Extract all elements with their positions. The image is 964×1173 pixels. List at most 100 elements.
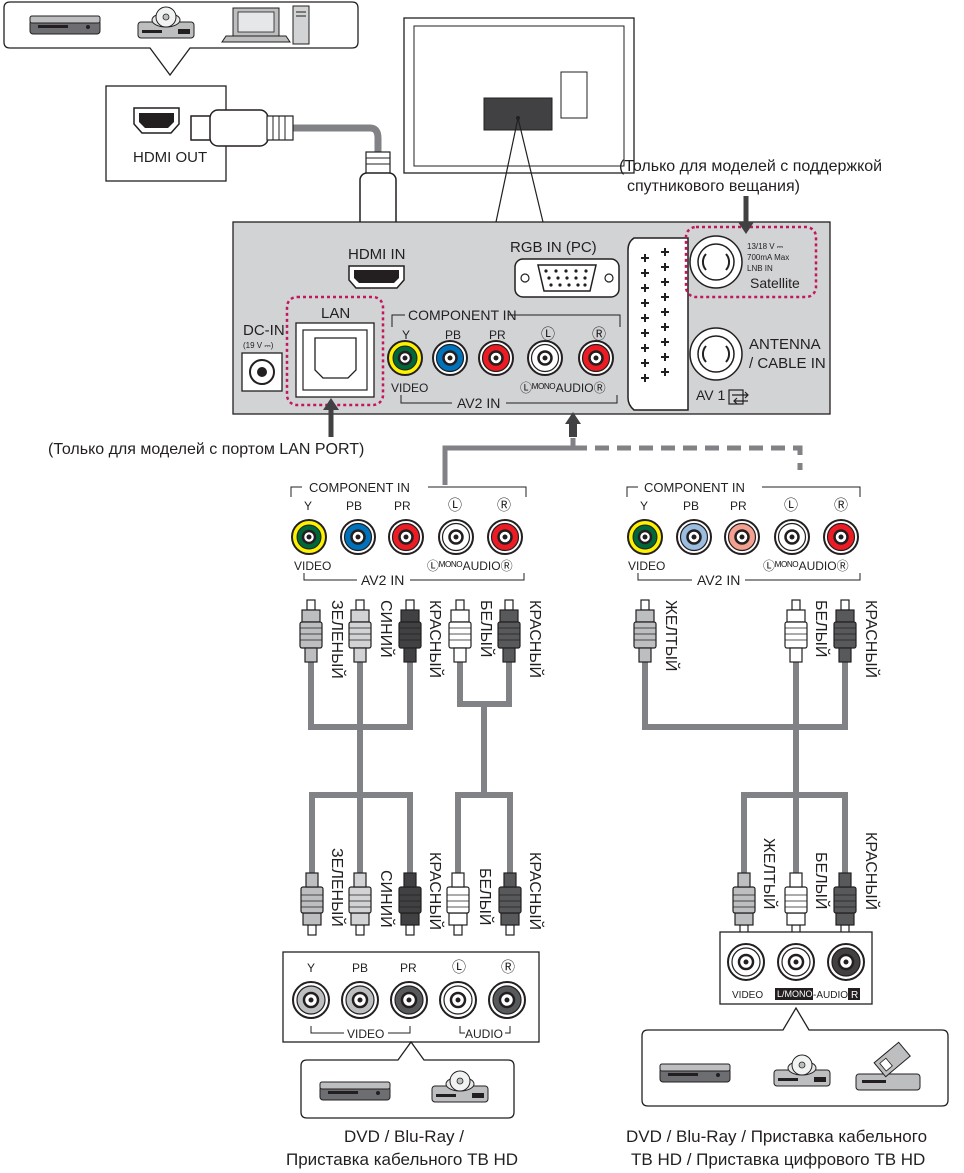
source-left-port-pb: PB xyxy=(352,961,368,975)
hdmi-sources-box xyxy=(3,1,359,77)
source-right-jack-video xyxy=(726,942,766,982)
antenna-port xyxy=(689,327,743,381)
lan-highlight xyxy=(285,295,385,407)
satellite-note-arrow xyxy=(738,196,754,234)
tv-video-label: VIDEO xyxy=(391,381,428,395)
tv-back-view xyxy=(403,17,635,223)
left-top-plug-green xyxy=(299,599,323,663)
left-top-plug-red-audio xyxy=(497,599,521,663)
tv-audio-label: ⓁᴹᴼᴺᴼAUDIOⓇ xyxy=(520,381,606,395)
source-left-jack-pb xyxy=(340,980,380,1020)
right-audio-label: ⓁᴹᴼᴺᴼAUDIOⓇ xyxy=(763,559,849,573)
left-bottom-label-blue: СИНИЙ xyxy=(377,870,396,928)
left-bottom-plug-red-audio xyxy=(498,872,522,936)
satellite-spec-2: 700mA Max xyxy=(747,253,789,262)
left-top-label-white: БЕЛЫЙ xyxy=(477,600,496,657)
tv-av2-in-label: AV2 IN xyxy=(457,395,500,411)
right-port-l: Ⓛ xyxy=(784,497,798,513)
antenna-label-2: / CABLE IN xyxy=(749,355,826,372)
right-jack-pb xyxy=(675,518,713,556)
right-bottom-plug-yellow xyxy=(732,872,756,936)
left-bottom-plug-green xyxy=(300,872,324,936)
left-port-pr: PR xyxy=(394,499,411,513)
hdmi-in-port xyxy=(348,265,405,289)
dvd-player-icon xyxy=(29,15,101,35)
left-bottom-plug-blue xyxy=(348,872,372,936)
source-right-lmono-label: L/MONO xyxy=(777,989,813,999)
lan-note: (Только для моделей с портом LAN PORT) xyxy=(48,441,364,458)
tv-port-pr: PR xyxy=(489,328,506,342)
source-right-video-label: VIDEO xyxy=(732,990,763,1001)
tv-port-y: Y xyxy=(402,328,410,342)
hdmi-out-label: HDMI OUT xyxy=(133,149,207,166)
right-source-caption-2: ТВ HD / Приставка цифрового ТВ HD xyxy=(631,1150,926,1169)
lan-note-arrow xyxy=(323,398,339,437)
tv-jack-pr xyxy=(477,339,515,377)
lan-port xyxy=(295,322,375,398)
left-av2-in-label: AV2 IN xyxy=(361,572,404,588)
rgb-in-label: RGB IN (PC) xyxy=(510,239,597,256)
right-component-in-label: COMPONENT IN xyxy=(644,480,745,495)
left-bottom-plug-red xyxy=(398,872,422,936)
right-cable-set: ЖЕЛТЫЙ БЕЛЫЙ КРАСНЫЙ ЖЕЛТЫЙ БЕЛЫЙ КРАСНЫ… xyxy=(633,599,881,936)
satellite-label: Satellite xyxy=(750,275,800,291)
right-source-devices-box xyxy=(641,1006,949,1107)
right-port-pb: PB xyxy=(683,499,699,513)
source-right-r-badge xyxy=(848,988,860,1000)
right-jack-pr xyxy=(723,518,761,556)
left-video-label: VIDEO xyxy=(294,559,331,573)
right-bottom-label-white: БЕЛЫЙ xyxy=(812,852,831,909)
left-jack-pr xyxy=(387,518,425,556)
av1-label: AV 1 xyxy=(696,387,726,403)
tv-jack-pb xyxy=(431,339,469,377)
source-left-video-label: VIDEO xyxy=(347,1027,384,1041)
source-right-dvd-icon xyxy=(659,1063,731,1083)
right-bottom-plug-white xyxy=(784,872,808,936)
tv-jack-r xyxy=(577,339,615,377)
left-bottom-label-red: КРАСНЫЙ xyxy=(426,852,445,930)
left-top-plug-blue xyxy=(348,599,372,663)
left-source-devices-box xyxy=(300,1040,515,1119)
dc-in-spec: (19 V ⎓) xyxy=(243,341,274,350)
source-right-audio-label: -AUDIO- xyxy=(813,990,851,1001)
source-left-port-y: Y xyxy=(307,961,315,975)
av1-arrow-icon xyxy=(728,389,749,405)
source-left-port-l: Ⓛ xyxy=(452,959,466,975)
satellite-note-line-1: (Только для моделей с поддержкой xyxy=(619,158,882,175)
tv-input-panel: HDMI IN RGB IN (PC) DC-IN (19 V ⎓) xyxy=(232,221,831,415)
source-left-jack-l xyxy=(438,980,478,1020)
source-left-jack-pr xyxy=(389,980,429,1020)
source-right-jack-l xyxy=(776,942,816,982)
left-source-caption-1: DVD / Blu-Ray / xyxy=(344,1127,464,1146)
left-top-plug-white xyxy=(448,599,472,663)
right-video-label: VIDEO xyxy=(628,559,665,573)
left-top-label-green: ЗЕЛЕНЫЙ xyxy=(328,600,347,679)
left-bottom-plug-white xyxy=(446,872,470,936)
right-top-label-white: БЕЛЫЙ xyxy=(812,600,831,657)
left-audio-label: ⓁᴹᴼᴺᴼAUDIOⓇ xyxy=(427,559,513,573)
left-port-r: Ⓡ xyxy=(497,497,511,513)
tv-port-l: Ⓛ xyxy=(541,326,555,342)
panel-link-arrows xyxy=(442,412,803,485)
source-right-r-label: R xyxy=(851,990,858,1001)
right-av2-in-label: AV2 IN xyxy=(697,572,740,588)
source-left-port-r: Ⓡ xyxy=(501,959,515,975)
right-top-plug-white xyxy=(784,599,808,663)
left-port-l: Ⓛ xyxy=(448,497,462,513)
right-jack-l xyxy=(773,518,811,556)
left-bottom-label-green: ЗЕЛЕНЫЙ xyxy=(328,848,347,927)
dc-in-label: DC-IN xyxy=(243,322,285,339)
satellite-spec-3: LNB IN xyxy=(747,264,773,273)
left-port-y: Y xyxy=(304,499,312,513)
antenna-label-1: ANTENNA xyxy=(749,336,821,353)
right-bottom-plug-red xyxy=(833,872,857,936)
right-top-plug-red xyxy=(833,599,857,663)
tv-jack-l xyxy=(526,339,564,377)
left-top-label-red: КРАСНЫЙ xyxy=(426,600,445,678)
right-port-r: Ⓡ xyxy=(834,497,848,513)
left-jack-r xyxy=(486,518,524,556)
right-top-plug-yellow xyxy=(633,599,657,663)
source-left-audio-label: AUDIO xyxy=(465,1027,503,1041)
left-component-panel: COMPONENT IN Y PB PR Ⓛ Ⓡ VIDEO ⓁᴹᴼᴺᴼAUDI… xyxy=(290,480,527,588)
